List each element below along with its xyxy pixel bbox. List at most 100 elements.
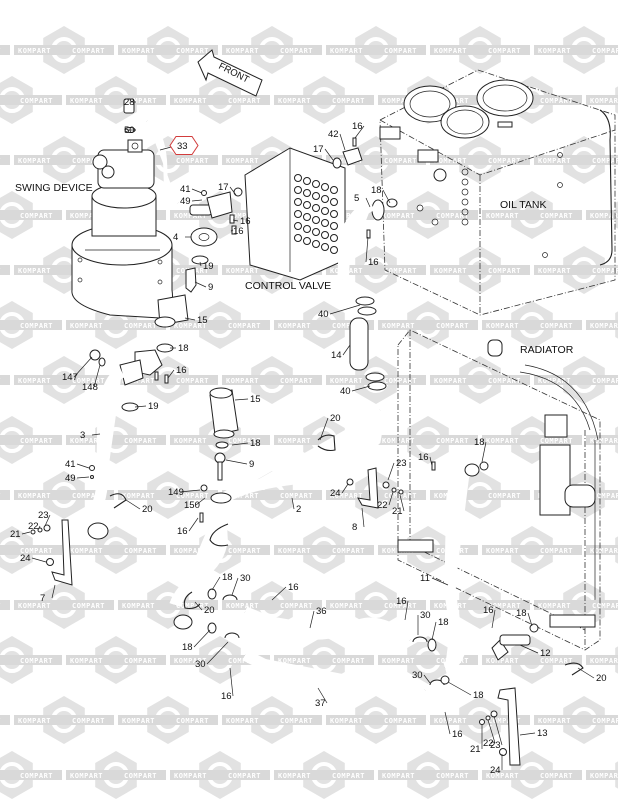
leader-line-p41b [76, 463, 90, 469]
watermark-text: COMPART [384, 377, 417, 385]
leader-line-p18i [447, 681, 472, 696]
watermark-band [534, 155, 618, 165]
part-number-label: 18 [182, 642, 193, 653]
valve-spool-cap [330, 234, 338, 242]
watermark-text: KOMPART [18, 602, 51, 610]
watermark-band [534, 265, 618, 275]
watermark-text: COMPART [592, 717, 618, 725]
tank-inlet-fittings [332, 137, 398, 281]
hoses-36-37 [109, 493, 584, 700]
watermark-text: KOMPART [486, 547, 519, 555]
watermark-text: KOMPART [434, 157, 467, 165]
watermark-band [430, 155, 530, 165]
part-number-label: 17 [218, 182, 229, 193]
watermark-band [222, 45, 322, 55]
part-number-label: 23 [396, 458, 407, 469]
part-number-label: 16 [418, 452, 429, 463]
watermark-text: COMPART [540, 322, 573, 330]
leader-line-p23b [387, 462, 395, 481]
watermark-text: COMPART [20, 322, 53, 330]
watermark-band [326, 600, 426, 610]
swing-device-label: SWING DEVICE [15, 182, 93, 194]
watermark-text: COMPART [0, 377, 1, 385]
leader-line-p21b [399, 494, 405, 512]
leader-line-p18g [431, 621, 437, 641]
watermark-text: COMPART [176, 377, 209, 385]
part-number-label: 21 [10, 529, 21, 540]
leader-line-p9b [225, 459, 248, 465]
leader-line-p22b [388, 491, 394, 506]
watermark-text: COMPART [176, 47, 209, 55]
watermark-text: COMPART [0, 602, 1, 610]
watermark-band [482, 210, 582, 220]
leader-line-p147 [73, 356, 93, 378]
watermark-text: COMPART [488, 377, 521, 385]
watermark-text: COMPART [124, 657, 157, 665]
valve-spool-cap [294, 210, 302, 218]
watermark-text: KOMPART [278, 657, 311, 665]
leader-line-p148 [93, 364, 101, 388]
watermark-text: COMPART [124, 437, 157, 445]
leader-line-p16c [354, 125, 365, 139]
watermark-text: COMPART [488, 717, 521, 725]
watermark-text: COMPART [436, 322, 469, 330]
watermark-text: KOMPART [434, 267, 467, 275]
leader-line-p41a [191, 188, 203, 194]
watermark-text: KOMPART [174, 212, 207, 220]
leader-line-p30a [231, 577, 239, 596]
leader-line-p16b [230, 229, 234, 232]
leader-line-p16j [404, 600, 409, 621]
watermark-text: COMPART [332, 212, 365, 220]
watermark-band [274, 770, 374, 780]
part-number-label: 18 [438, 617, 449, 628]
valve-spool-cap [294, 174, 302, 182]
watermark-text: COMPART [384, 602, 417, 610]
watermark-text: COMPART [72, 47, 105, 55]
watermark-text: COMPART [488, 492, 521, 500]
watermark-text: KOMPART [226, 157, 259, 165]
hose-11-assembly [431, 461, 489, 674]
watermark-text: KOMPART [382, 322, 415, 330]
watermark-text: KOMPART [70, 437, 103, 445]
valve-spool-cap [303, 237, 311, 245]
swing-outlet-fittings [154, 187, 243, 328]
watermark-text: KOMPART [174, 657, 207, 665]
leader-line-p16i [229, 667, 234, 697]
watermark-text: COMPART [540, 212, 573, 220]
watermark-layer: KOMPART COMPART KOMPART COMPART KOMPART COMPA… [0, 26, 618, 799]
watermark-band [0, 210, 62, 220]
watermark-text: KOMPART [122, 47, 155, 55]
leader-line-p16k [491, 609, 496, 629]
valve-spool-cap [330, 246, 338, 254]
watermark-text: COMPART [592, 47, 618, 55]
leader-line-p18d [481, 441, 487, 463]
watermark-text: KOMPART [18, 492, 51, 500]
watermark-text: KOMPART [122, 377, 155, 385]
watermark-text: KOMPART [70, 657, 103, 665]
part-number-label: 16 [352, 121, 363, 132]
leader-line-p15b [234, 398, 249, 401]
valve-spool-cap [294, 186, 302, 194]
valve-spool-cap [321, 195, 329, 203]
watermark-band [586, 95, 618, 105]
part-number-label: 16 [483, 605, 494, 616]
watermark-band [118, 490, 218, 500]
highlighted-part-label[interactable]: 33 [177, 141, 188, 152]
watermark-band [14, 265, 114, 275]
part-number-label: 11 [420, 573, 430, 584]
part-number-label: 4 [173, 232, 178, 243]
watermark-band [222, 600, 322, 610]
highlighted-part-hexagon[interactable] [169, 136, 199, 155]
watermark-text: COMPART [228, 772, 261, 780]
valve-spool-cap [303, 177, 311, 185]
watermark-text: KOMPART [70, 212, 103, 220]
watermark-band [170, 770, 270, 780]
watermark-text: COMPART [592, 492, 618, 500]
watermark-text: KOMPART [226, 47, 259, 55]
leader-line-p16d [365, 236, 369, 263]
watermark-band [222, 375, 322, 385]
watermark-text: KOMPART [70, 772, 103, 780]
watermark-text: KOMPART [538, 377, 571, 385]
radiator: RADIATOR [397, 329, 601, 651]
